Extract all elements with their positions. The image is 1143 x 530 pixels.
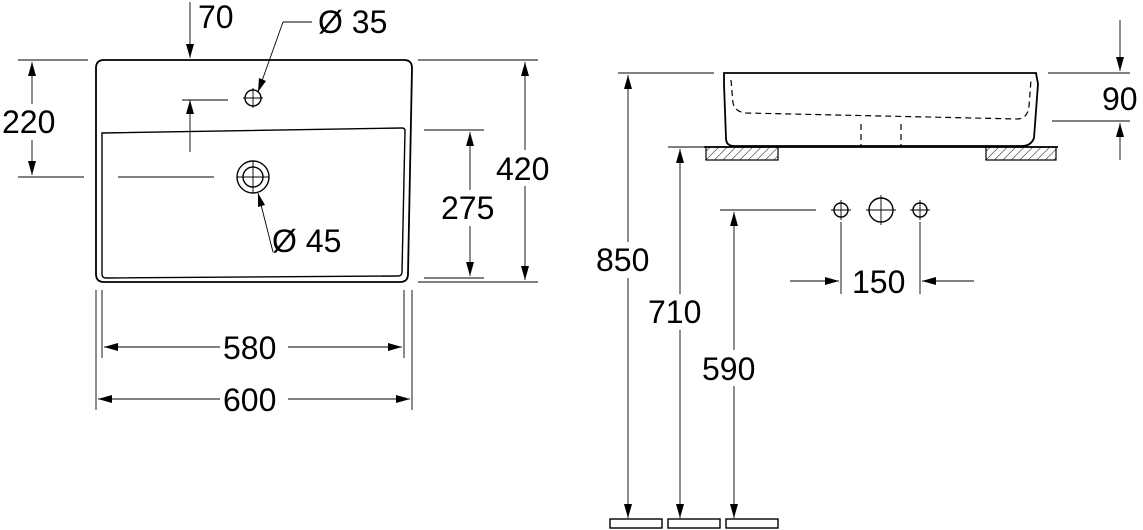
dim-outer-width: 600: [95, 290, 413, 418]
dim-label-tap-hole-diameter: Ø 35: [318, 4, 387, 40]
dim-tap-spacing: 150: [790, 222, 974, 300]
dim-bowl-depth: 275: [424, 129, 504, 279]
dim-label-inner-width: 580: [223, 330, 276, 366]
dim-label-total-depth: 420: [496, 151, 549, 187]
dim-label-basin-height: 90: [1102, 81, 1138, 117]
bowl-outline-top: [101, 127, 406, 279]
dim-label-tap-spacing: 150: [852, 264, 905, 300]
tap-fittings: [720, 195, 930, 225]
dim-label-tap-to-waste: 220: [2, 104, 55, 140]
dim-tap-height: 590: [702, 212, 766, 518]
dim-inner-width: 580: [101, 290, 405, 366]
dim-basin-height: 90: [1048, 20, 1138, 160]
top-view: 70 Ø 35 Ø 45 220: [2, 0, 556, 418]
dim-tap-hole-diameter: Ø 35: [257, 4, 387, 93]
dim-waste-diameter: Ø 45: [257, 192, 341, 259]
dim-rim-height: 850: [596, 72, 714, 518]
tap-hole: [243, 88, 263, 108]
dim-label-tap-height: 590: [702, 351, 755, 387]
dim-label-waste-diameter: Ø 45: [272, 223, 341, 259]
dim-label-outer-width: 600: [223, 382, 276, 418]
counter-hatch-right: [985, 146, 1057, 161]
basin-outline-side: [723, 72, 1039, 147]
waste-outlet: [236, 160, 270, 194]
dim-tap-offset: 70: [182, 0, 234, 152]
dim-label-counter-height: 710: [648, 294, 701, 330]
counter-hatch-left: [705, 146, 779, 161]
bowl-inner-dashed: [730, 79, 1032, 120]
side-view: 90 150: [596, 20, 1138, 529]
dim-label-bowl-depth: 275: [441, 190, 494, 226]
basin-outline-top: [95, 59, 413, 283]
dim-total-depth: 420: [418, 59, 556, 283]
floor-blocks: [609, 518, 779, 529]
dim-counter-height: 710: [648, 146, 712, 518]
dim-tap-to-waste: 220: [2, 59, 214, 178]
dim-label-rim-height: 850: [596, 242, 649, 278]
dim-label-tap-offset: 70: [198, 0, 234, 35]
waste-dashed: [860, 124, 902, 146]
